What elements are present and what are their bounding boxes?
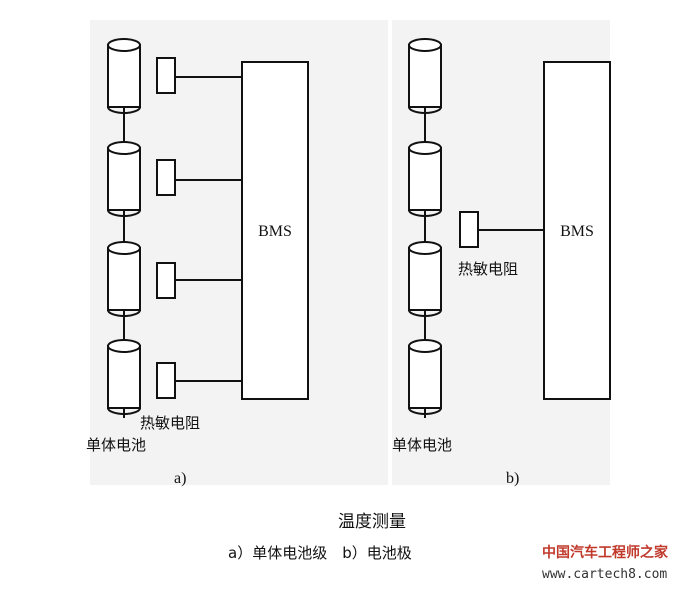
thermistor-label: 热敏电阻 <box>140 414 200 432</box>
thermistor-label: 热敏电阻 <box>458 260 518 278</box>
battery-cell <box>408 241 442 317</box>
watermark: 中国汽车工程师之家 www.cartech8.com <box>542 544 669 582</box>
battery-cell <box>408 38 442 114</box>
bms-label: BMS <box>560 223 594 240</box>
battery-cell <box>408 141 442 217</box>
battery-cell <box>107 339 141 415</box>
watermark-url: www.cartech8.com <box>542 567 667 582</box>
bms-box <box>543 61 611 400</box>
panel-label-a: a) <box>174 470 186 487</box>
watermark-brand: 中国汽车工程师之家 <box>542 544 669 561</box>
thermistor <box>156 57 176 94</box>
battery-cell <box>107 141 141 217</box>
panel-label-b: b) <box>506 470 519 487</box>
bms-label: BMS <box>258 223 292 240</box>
cell-label: 单体电池 <box>86 436 146 454</box>
thermistor <box>156 362 176 399</box>
battery-cell <box>107 241 141 317</box>
figure-caption-subtitle: a）单体电池级 b）电池极 <box>228 544 412 562</box>
battery-cell <box>408 339 442 415</box>
figure-caption-title: 温度测量 <box>338 512 406 532</box>
bms-box <box>241 61 309 400</box>
panel-b <box>392 20 611 485</box>
battery-cell <box>107 38 141 114</box>
panel-a <box>90 20 388 485</box>
thermistor <box>156 159 176 196</box>
cell-label: 单体电池 <box>392 436 452 454</box>
thermistor <box>156 262 176 299</box>
thermistor <box>459 211 479 248</box>
